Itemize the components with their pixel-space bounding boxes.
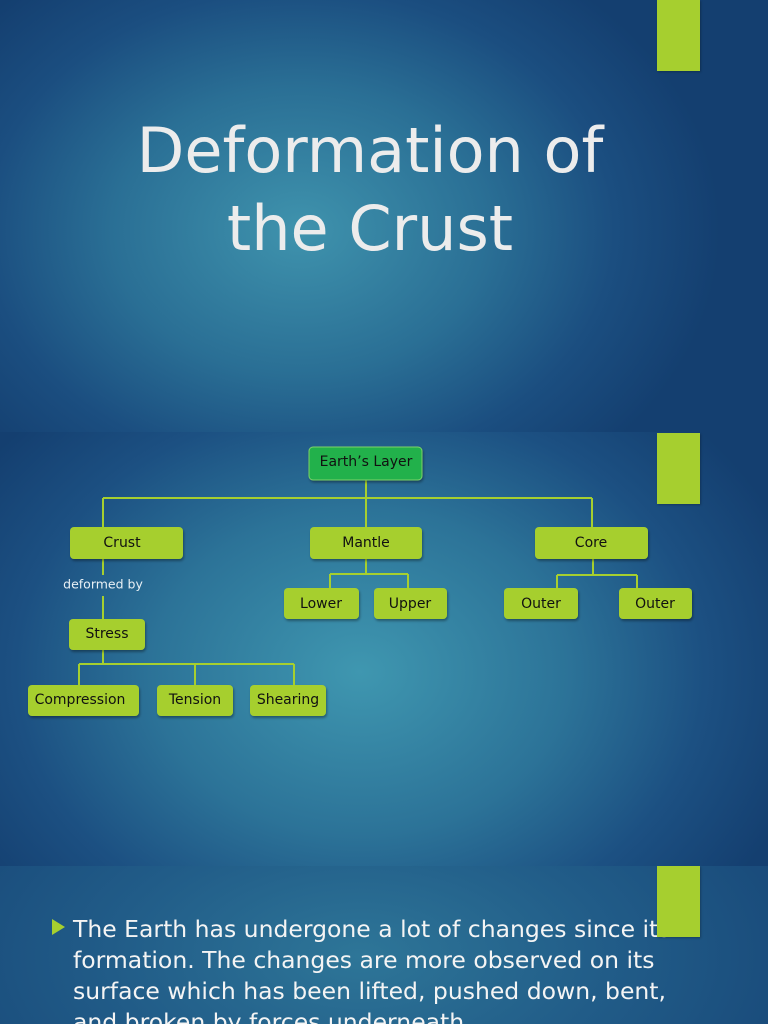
stress-label: Stress (85, 626, 128, 642)
bullet-item: The Earth has undergone a lot of changes… (52, 914, 712, 1024)
stress-node (69, 619, 145, 650)
text-slide: The Earth has undergone a lot of changes… (0, 866, 768, 1024)
edge-label-deformed-by: deformed by (63, 577, 143, 592)
connector-lines (78, 480, 638, 685)
bullet-arrow-icon (52, 919, 65, 935)
mantle-node (310, 527, 422, 559)
outer-label: Outer (635, 596, 675, 612)
lower-label: Lower (300, 596, 342, 612)
root-label: Earth’s Layer (320, 454, 413, 470)
outer-node (504, 588, 578, 619)
accent-tab (657, 433, 700, 504)
core-node (535, 527, 648, 559)
shearing-label: Shearing (257, 692, 319, 708)
outer-node (619, 588, 692, 619)
crust-node (70, 527, 183, 559)
title-line-2: the Crust (226, 192, 514, 265)
shearing-node (250, 685, 326, 716)
mantle-label: Mantle (342, 535, 390, 551)
slide-title: Deformation of the Crust (0, 112, 740, 268)
upper-label: Upper (389, 596, 432, 612)
accent-tab (657, 0, 700, 71)
compression-label: Compression (35, 692, 126, 708)
outer-label: Outer (521, 596, 561, 612)
tension-node (157, 685, 233, 716)
compression-node (28, 685, 139, 716)
lower-node (284, 588, 359, 619)
diagram-slide: Earth’s Layer Crust Mantle Core Stress C… (0, 432, 768, 866)
accent-tab (657, 866, 700, 937)
crust-label: Crust (103, 535, 141, 551)
title-line-1: Deformation of (136, 114, 604, 187)
core-label: Core (575, 535, 607, 551)
root-node (308, 446, 423, 481)
tension-label: Tension (168, 692, 221, 708)
title-slide: Deformation of the Crust (0, 0, 768, 432)
bullet-text: The Earth has undergone a lot of changes… (73, 915, 671, 1024)
upper-node (374, 588, 447, 619)
earth-layers-diagram: Earth’s Layer Crust Mantle Core Stress C… (28, 446, 692, 716)
